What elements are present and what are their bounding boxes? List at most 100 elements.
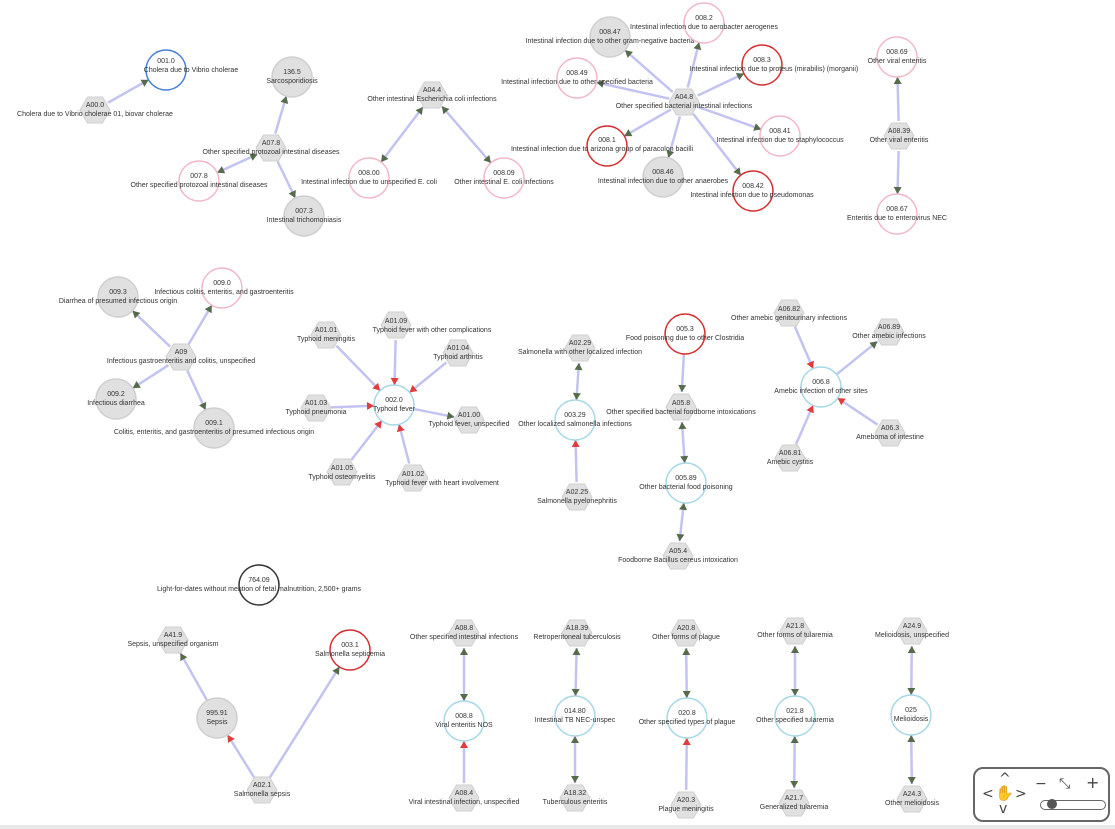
edge-nA04_4-n008_00[interactable] <box>380 106 424 163</box>
edge-nA24_3-n025[interactable] <box>909 734 914 785</box>
bottom-scrollbar[interactable] <box>0 825 1115 829</box>
edge-nA08_39-n008_67[interactable] <box>896 150 900 195</box>
fit-view-button[interactable]: ⤡ <box>1059 776 1071 792</box>
edge-nA02_25-n003_29[interactable] <box>574 439 578 483</box>
edge-nA06_3-n006_8[interactable] <box>836 397 879 426</box>
edge-nA01_01-n002_0[interactable] <box>335 344 381 392</box>
pan-up-button[interactable]: ^ <box>999 771 1011 787</box>
edge-nA02_1-n995_91[interactable] <box>226 734 256 778</box>
edge-nA08_39-n008_69[interactable] <box>896 76 900 122</box>
edge-nA24_9-n025[interactable] <box>909 645 914 696</box>
edge-nA01_04-n002_0[interactable] <box>408 361 448 394</box>
edge-nA21_7-n021_8[interactable] <box>792 735 797 789</box>
zoom-slider-knob[interactable] <box>1047 799 1057 809</box>
edge-nA04_8-n008_41[interactable] <box>697 105 762 131</box>
edge-nA04_8-n008_3[interactable] <box>697 72 745 97</box>
zoom-in-button[interactable]: + <box>1086 773 1100 792</box>
edge-nA09-n009_1[interactable] <box>186 370 207 411</box>
edge-nA04_8-n008_49[interactable] <box>596 81 670 100</box>
pan-down-button[interactable]: v <box>999 801 1008 817</box>
edge-nA04_8-n008_1[interactable] <box>623 108 672 138</box>
edge-nA20_3-n020_8[interactable] <box>684 737 689 791</box>
edge-nA07_8-n007_8[interactable] <box>216 153 258 174</box>
edge-nA01_09-n002_0[interactable] <box>393 339 397 386</box>
edge-nA04_4-n008_09[interactable] <box>440 105 492 164</box>
edge-nA04_8-n008_42[interactable] <box>692 113 742 176</box>
edge-nA20_8-n020_8[interactable] <box>684 647 689 699</box>
pan-left-button[interactable]: < <box>982 786 994 802</box>
edge-nA01_05-n002_0[interactable] <box>350 420 383 461</box>
edge-n995_91-nA41_9[interactable] <box>179 652 209 702</box>
edge-nA04_8-n008_46[interactable] <box>667 116 682 159</box>
edge-nA18_39-n014_80[interactable] <box>574 647 578 697</box>
edge-nA06_81-n006_8[interactable] <box>794 404 815 445</box>
pan-right-button[interactable]: > <box>1015 786 1027 802</box>
edge-nA09-n009_0[interactable] <box>187 304 213 345</box>
edge-nA00_0-n001_0[interactable] <box>107 78 150 104</box>
edge-nA01_03-n002_0[interactable] <box>330 404 375 409</box>
edge-nA02_1-n003_1[interactable] <box>268 666 341 778</box>
edge-nA09-n009_2[interactable] <box>132 364 170 390</box>
zoom-slider[interactable] <box>1040 799 1106 810</box>
edge-nA06_82-n006_8[interactable] <box>793 326 815 370</box>
edge-nA04_8-n008_47[interactable] <box>624 49 674 94</box>
edge-n006_8-nA06_89[interactable] <box>835 340 879 376</box>
